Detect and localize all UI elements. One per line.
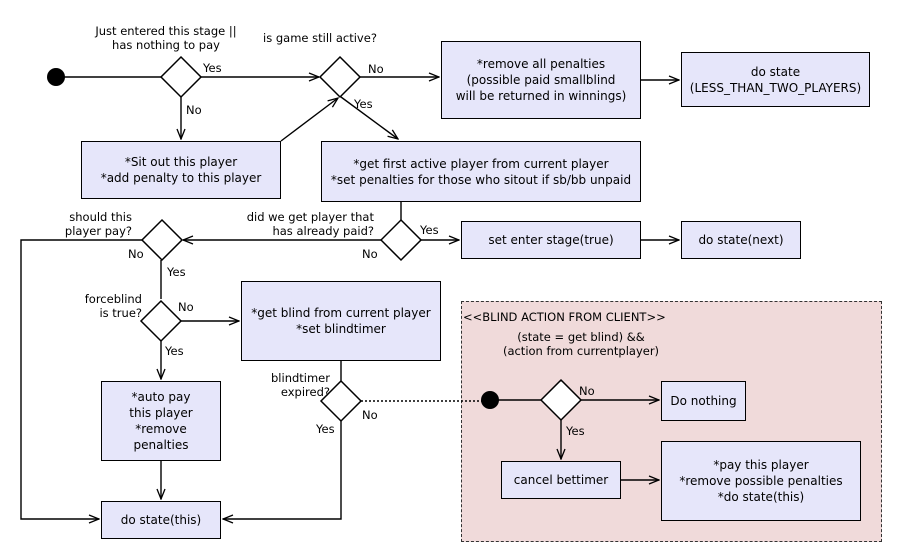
box-do-state-this: do state(this) xyxy=(101,501,221,539)
box-get-blind: *get blind from current player *set blin… xyxy=(241,281,441,361)
box-cancel-bettimer: cancel bettimer xyxy=(501,461,621,499)
label-no: No xyxy=(362,408,378,422)
label-yes: Yes xyxy=(420,223,439,237)
box-get-first-active: *get first active player from current pl… xyxy=(321,141,641,202)
label-game-active: is game still active? xyxy=(263,31,377,45)
label-should-pay: should this player pay? xyxy=(64,210,132,238)
edge-d2-yes xyxy=(340,96,398,139)
box-do-nothing: Do nothing xyxy=(661,381,746,421)
label-no: No xyxy=(178,300,194,314)
decision-should-pay xyxy=(140,218,184,262)
box-remove-penalties: *remove all penalties (possible paid sma… xyxy=(441,41,641,119)
label-no: No xyxy=(186,103,202,117)
box-sit-out: *Sit out this player *add penalty to thi… xyxy=(81,141,281,199)
edge-d6-yes xyxy=(223,421,342,519)
edge-d4-yes xyxy=(20,239,143,519)
label-no: No xyxy=(579,384,595,398)
box-less-than-two: do state (LESS_THAN_TWO_PLAYERS) xyxy=(681,52,870,107)
box-auto-pay: *auto pay this player *remove penalties xyxy=(101,381,221,461)
decision-forceblind xyxy=(139,299,183,343)
label-yes: Yes xyxy=(354,97,373,111)
region-title: <<BLIND ACTION FROM CLIENT>> xyxy=(463,310,666,324)
start-node xyxy=(47,68,65,86)
decision-blindtimer xyxy=(319,379,363,423)
label-blindtimer: blindtimer expired? xyxy=(271,371,330,399)
region-condition: (state = get blind) && (action from curr… xyxy=(502,330,660,358)
label-got-player: did we get player that has already paid? xyxy=(246,210,374,238)
label-yes: Yes xyxy=(316,422,335,436)
label-forceblind: forceblind is true? xyxy=(84,292,142,320)
decision-game-active xyxy=(318,55,362,99)
label-yes: Yes xyxy=(203,61,222,75)
decision-got-player xyxy=(379,218,423,262)
edge-sitout-to-d2 xyxy=(280,98,338,142)
decision-just-entered xyxy=(159,55,203,99)
label-no: No xyxy=(128,247,144,261)
label-yes: Yes xyxy=(566,424,585,438)
label-yes: Yes xyxy=(167,265,186,279)
box-set-enter-stage: set enter stage(true) xyxy=(461,221,641,259)
box-pay-player: *pay this player *remove possible penalt… xyxy=(661,441,861,521)
client-start-node xyxy=(481,391,499,409)
decision-client-action xyxy=(539,378,583,422)
label-just-entered: Just entered this stage || has nothing t… xyxy=(95,24,237,52)
label-no: No xyxy=(362,247,378,261)
label-yes: Yes xyxy=(165,344,184,358)
box-do-state-next: do state(next) xyxy=(681,221,801,259)
label-no: No xyxy=(368,62,384,76)
